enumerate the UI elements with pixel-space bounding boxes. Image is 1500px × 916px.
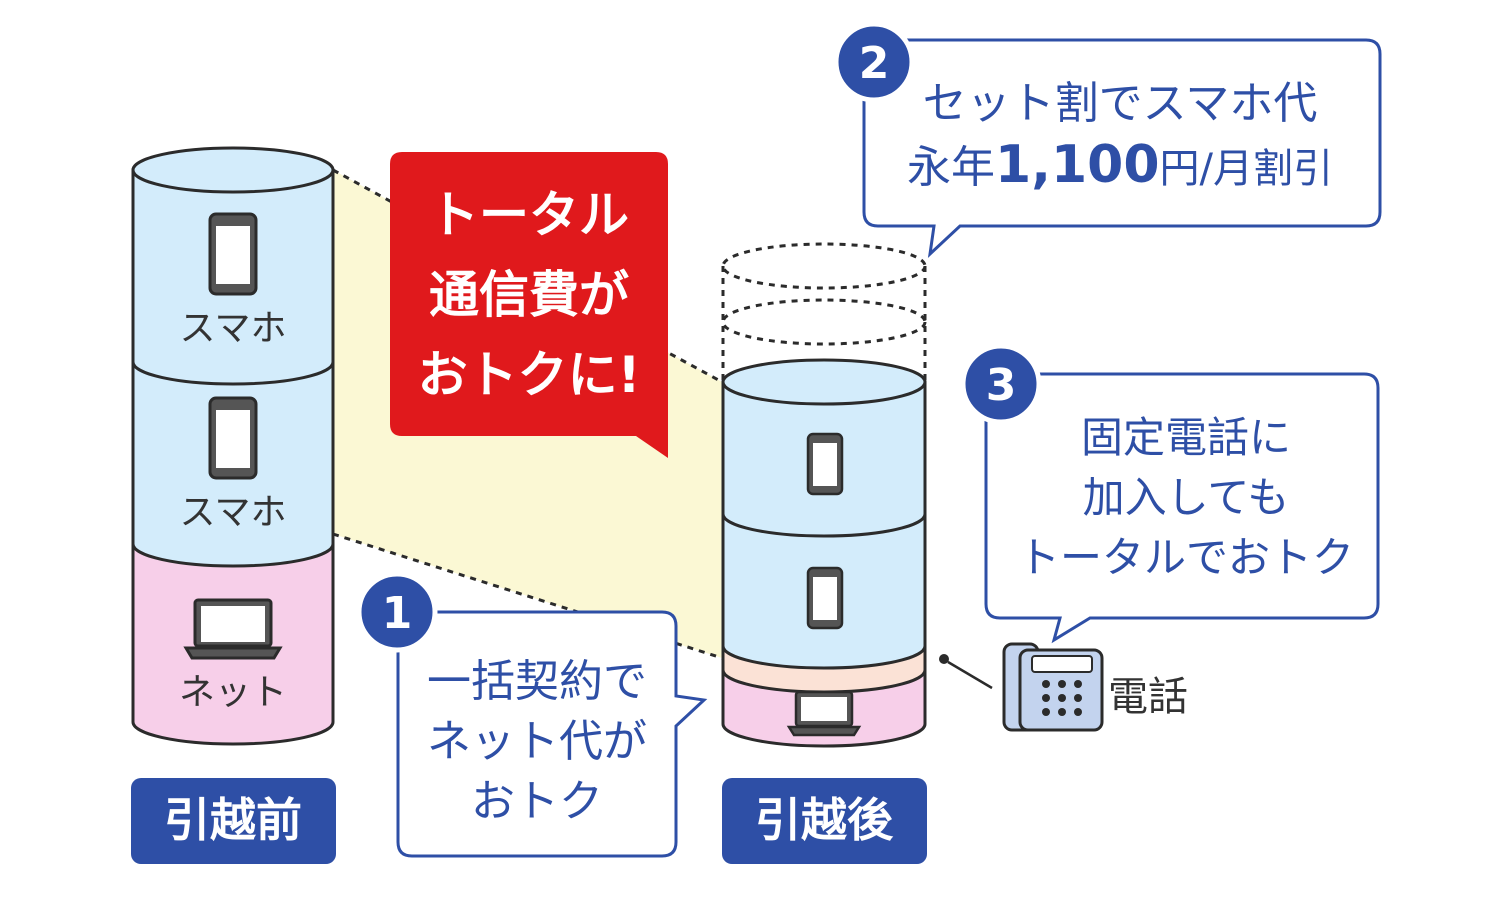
before-label: 引越前 xyxy=(164,793,302,847)
connector-dot xyxy=(939,654,949,664)
step-number-badge xyxy=(960,343,1042,425)
telephone-label: 電話 xyxy=(1108,674,1188,720)
callout-2: 2 セット割でスマホ代 永年1,100円/月割引 xyxy=(833,21,1382,258)
removed-segment-ghost xyxy=(721,298,927,346)
callout-line-2: 永年1,100円/月割引 xyxy=(907,135,1333,195)
connector-line xyxy=(947,660,993,690)
callout-line: トータル xyxy=(429,186,629,244)
callout-3: 3 固定電話に 加入しても トータルでおトク xyxy=(960,343,1380,644)
before-cylinder-top xyxy=(131,146,335,194)
smartphone-icon xyxy=(208,396,258,480)
after-cylinder xyxy=(721,242,927,748)
laptop-icon xyxy=(183,598,283,660)
laptop-icon xyxy=(786,690,862,737)
removed-segment-ghost xyxy=(721,242,927,290)
step-number: 3 xyxy=(986,360,1017,411)
step-number-badge xyxy=(833,21,915,103)
segment-label: スマホ xyxy=(180,308,287,349)
callout-line: 加入しても xyxy=(1083,473,1290,522)
callout-line: セット割でスマホ代 xyxy=(923,78,1318,129)
callout-line: 一括契約で xyxy=(427,656,647,707)
before-cylinder: スマホ スマホ ネット xyxy=(131,146,335,746)
step-number: 1 xyxy=(382,588,413,639)
smartphone-icon xyxy=(806,432,844,496)
smartphone-icon xyxy=(208,212,258,296)
step-number: 2 xyxy=(859,38,890,89)
smartphone-icon xyxy=(806,566,844,630)
callout-line: 固定電話に xyxy=(1081,413,1291,462)
callout-line: おトクに! xyxy=(418,346,641,404)
telephone-icon xyxy=(1002,642,1104,732)
after-cylinder-top xyxy=(721,358,927,406)
segment-label: ネット xyxy=(179,672,287,713)
callout-line: ネット代が xyxy=(427,716,647,767)
total-savings-callout: トータル 通信費が おトクに! xyxy=(390,152,668,458)
callout-1: 1 一括契約で ネット代が おトク xyxy=(356,571,708,858)
callout-line: おトク xyxy=(471,776,603,827)
after-label-badge xyxy=(722,778,927,864)
callout-line: 通信費が xyxy=(429,266,629,324)
callout-line: トータルでおトク xyxy=(1018,533,1354,582)
after-label: 引越後 xyxy=(755,793,894,847)
before-label-badge xyxy=(131,778,336,864)
segment-label: スマホ xyxy=(180,492,287,533)
step-number-badge xyxy=(356,571,438,653)
